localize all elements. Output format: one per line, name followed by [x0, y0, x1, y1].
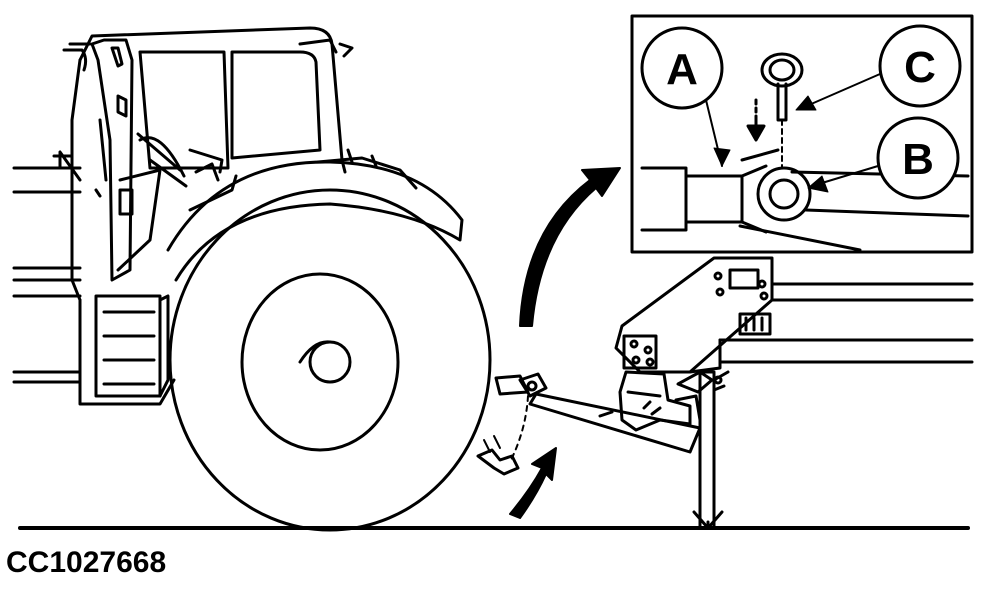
rear-wheel-tire — [168, 188, 492, 532]
rear-wheel-hub — [308, 340, 352, 384]
parking-stand — [698, 370, 716, 530]
rear-wheel-rim — [240, 272, 400, 452]
callout-a-label: A — [666, 45, 698, 94]
callout-b: B — [876, 116, 960, 200]
callout-c-label: C — [904, 43, 936, 92]
figure-id-label: CC1027668 — [6, 546, 167, 579]
pin-hole — [756, 166, 812, 222]
lower-curved-arrow — [509, 447, 557, 519]
implement — [614, 256, 974, 530]
fender — [166, 160, 464, 282]
lynch-pin-ring — [760, 52, 804, 88]
callout-b-label: B — [902, 135, 934, 184]
callout-c: C — [878, 24, 962, 108]
hitch-linkage — [476, 372, 702, 476]
upper-curved-arrow — [519, 167, 621, 327]
lower-link-arm — [528, 392, 702, 454]
tractor — [12, 26, 492, 532]
callout-a: A — [640, 26, 724, 110]
